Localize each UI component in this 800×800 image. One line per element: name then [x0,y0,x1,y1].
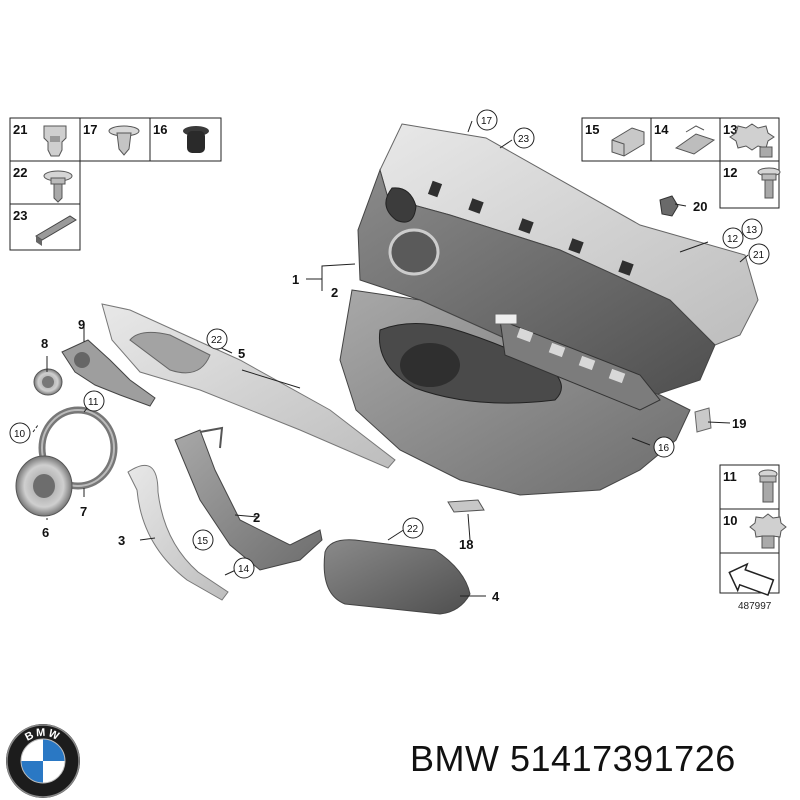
callout-circle-15: 15 [192,529,214,551]
callouts: 1 2 2 3 4 5 6 7 8 9 18 19 20 17 23 13 12 [9,109,770,604]
svg-text:11: 11 [88,397,99,408]
part-title: BMW 51417391726 [410,738,736,780]
clip-13-icon [729,123,775,158]
armrest-trim-5 [101,303,396,469]
box-label-17: 17 [83,122,97,137]
box-label-11: 11 [723,469,737,484]
upper-speaker-grille [385,187,440,276]
callout-circle-13: 13 [741,218,763,240]
callout-circle-11: 11 [83,390,105,412]
callout-1: 1 [292,272,299,287]
box-label-13: 13 [723,122,737,137]
callout-circle-14: 14 [233,557,255,579]
window-switch-block [494,313,661,411]
brand-name: BMW [410,738,500,779]
seal-23-icon [35,215,77,246]
box-label-21: 21 [13,122,27,137]
svg-text:23: 23 [518,134,530,145]
diagram-reference-number: 487997 [738,601,772,612]
callout-4: 4 [492,589,500,604]
clip-18 [447,499,485,513]
cap-19 [694,407,712,433]
svg-text:12: 12 [727,234,739,245]
svg-text:16: 16 [658,443,670,454]
speaker-ring-7 [38,406,118,490]
svg-text:15: 15 [197,536,209,547]
box-label-14: 14 [654,122,669,137]
pull-handle-3 [127,464,229,601]
box-label-23: 23 [13,208,27,223]
callout-circle-21: 21 [748,243,770,265]
speaker-bracket-9 [61,339,156,407]
callout-19: 19 [732,416,746,431]
fastener-table-right: 15 14 13 12 [581,117,781,209]
callout-8: 8 [41,336,48,351]
clip-14-icon [674,125,716,155]
svg-text:13: 13 [746,225,758,236]
clip-21-icon [43,125,67,157]
screw-11-icon [758,469,778,503]
svg-text:22: 22 [407,524,419,535]
rivet-17-icon [108,125,140,156]
handle-carrier-2 [174,426,323,571]
callout-circle-22-upper: 22 [206,328,228,350]
speaker-6 [15,455,73,517]
box-label-16: 16 [153,122,167,137]
callout-9: 9 [78,317,85,332]
callout-circle-17: 17 [476,109,498,131]
callout-circle-16: 16 [653,436,675,458]
screw-22-icon [43,170,73,203]
callout-20: 20 [693,199,707,214]
bmw-logo-icon: BMW [6,724,80,798]
svg-text:17: 17 [481,116,493,127]
callout-circle-23: 23 [513,127,535,149]
callout-6: 6 [42,525,49,540]
callout-18: 18 [459,537,473,552]
svg-text:BMW: BMW [23,727,63,744]
clip-10-icon [749,513,787,549]
svg-text:10: 10 [14,429,26,440]
svg-text:21: 21 [753,250,765,261]
box-label-10: 10 [723,513,737,528]
tweeter-8 [33,368,63,396]
armrest-cover-4 [323,539,471,615]
callout-5: 5 [238,346,245,361]
screw-12-icon [757,167,781,199]
fastener-table-left: 21 17 16 22 23 [9,117,222,251]
box-label-22: 22 [13,165,27,180]
callout-2-carrier: 2 [253,510,260,525]
box-label-15: 15 [585,122,599,137]
door-trim-panel [339,123,759,496]
trim-slots [427,180,634,276]
clip-20 [659,195,679,217]
callout-circle-12: 12 [722,227,744,249]
plug-16-icon [183,126,209,153]
svg-text:14: 14 [238,564,250,575]
callout-7: 7 [80,504,87,519]
part-number: 51417391726 [510,738,736,779]
svg-text:22: 22 [211,335,223,346]
clip-15-icon [611,127,645,157]
callout-2-panel: 2 [331,285,338,300]
callout-3: 3 [118,533,125,548]
box-label-12: 12 [723,165,737,180]
callout-circle-22-lower: 22 [402,517,424,539]
fastener-table-lower-right: 11 10 487997 [719,464,787,612]
callout-circle-10: 10 [9,422,31,444]
direction-arrow-icon [728,562,775,597]
